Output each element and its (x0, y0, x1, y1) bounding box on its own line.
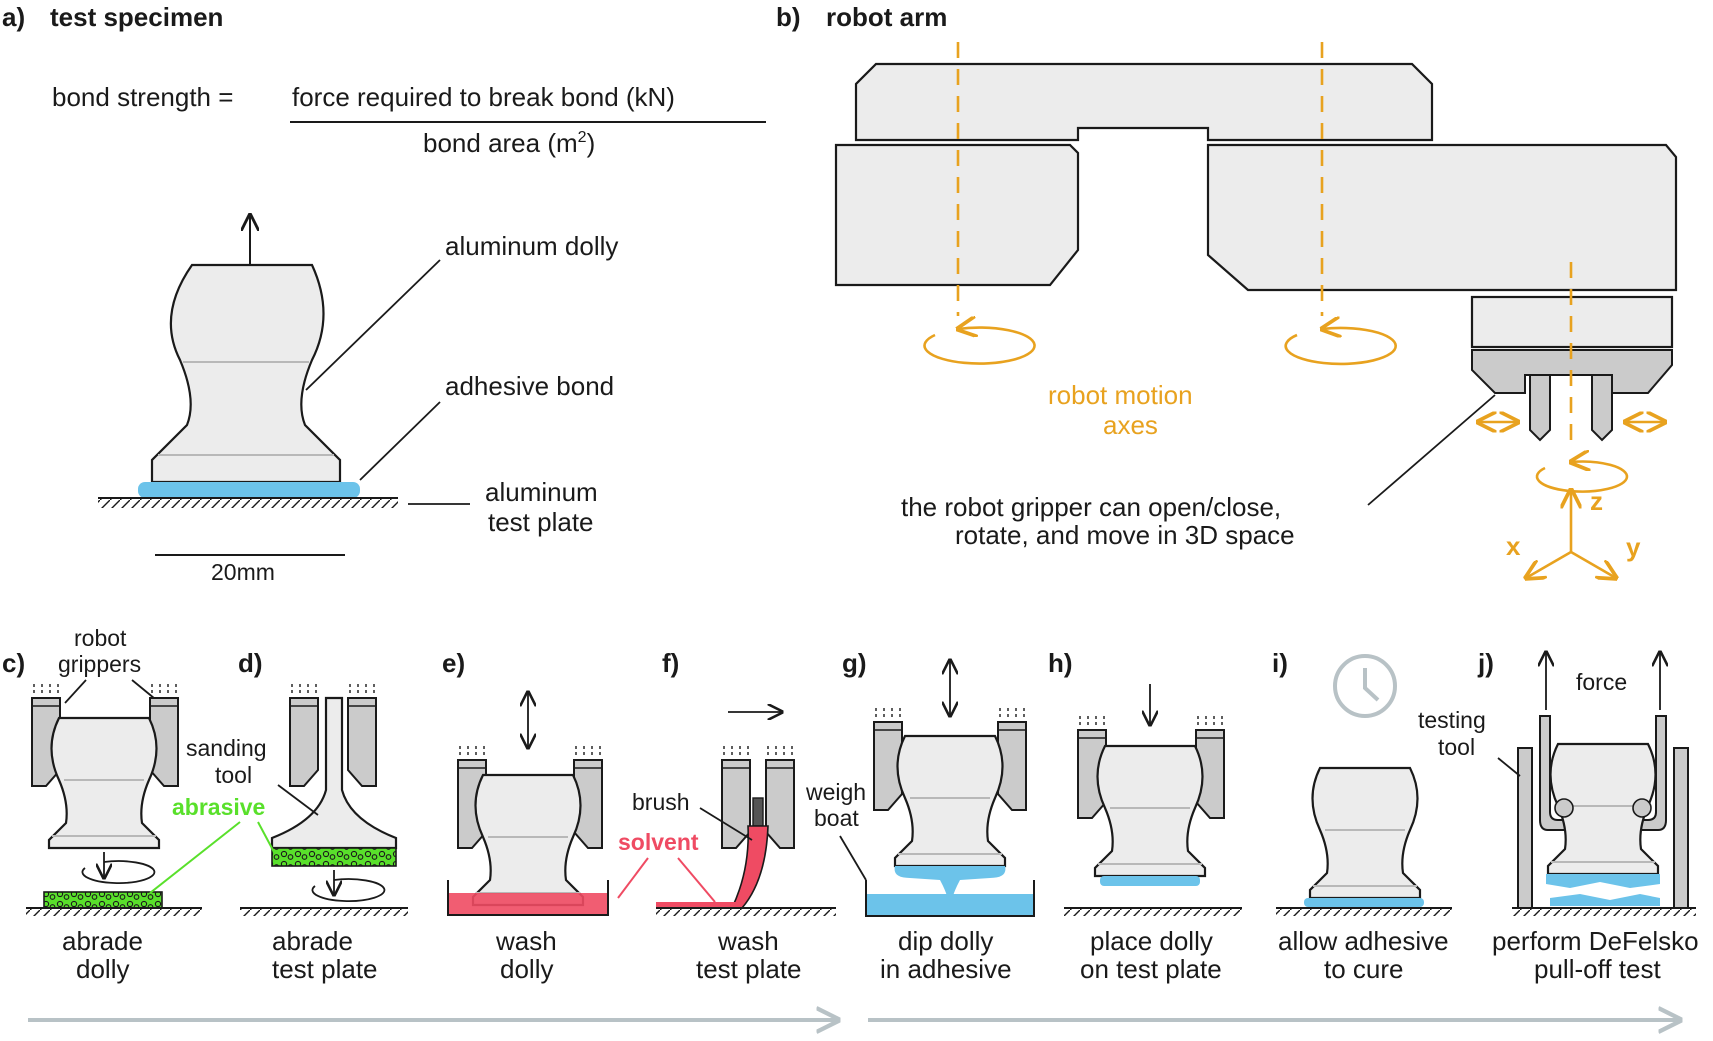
joint1-rotation-icon (923, 328, 1036, 365)
gripper-leader-line (1367, 394, 1496, 506)
motion-axes-line2: axes (1103, 410, 1158, 440)
weigh-boat-label-line2: boat (814, 805, 859, 831)
equation-denominator: bond area (m2) (423, 128, 595, 158)
robot-right-link (1206, 143, 1678, 292)
step-f-letter: f) (662, 648, 679, 678)
sanding-tool-label-line2: tool (215, 762, 252, 788)
force-label: force (1576, 669, 1627, 695)
motion-axes-line1: robot motion (1048, 380, 1193, 410)
step-h-caption-line2: on test plate (1080, 954, 1222, 984)
joint2-rotation-icon (1284, 328, 1397, 366)
label-plate-line2: test plate (488, 507, 594, 537)
brush-label: brush (632, 789, 690, 815)
axis-z-label: z (1590, 486, 1603, 516)
step-h-caption-line1: place dolly (1090, 926, 1213, 956)
xyz-axes-icon: z x y (1506, 486, 1641, 578)
step-e-caption-line2: dolly (500, 954, 553, 984)
step-c-abrade-dolly: c) robot grippers abrade dolly (2, 625, 202, 984)
step-c-dolly (47, 716, 161, 850)
bond-leader-line (359, 401, 441, 481)
step-c-caption-line1: abrade (62, 926, 143, 956)
large-aluminum-dolly (98, 215, 398, 508)
panel-b-title: robot arm (826, 2, 947, 32)
gripper-rotation-icon (1535, 462, 1629, 493)
step-c-letter: c) (2, 648, 25, 678)
gripper-finger-left (1529, 374, 1551, 442)
step-g-letter: g) (842, 648, 867, 678)
robot-grippers-label-line1: robot (74, 625, 127, 651)
label-aluminum-dolly: aluminum dolly (445, 231, 618, 261)
solvent-bath (448, 893, 608, 915)
panel-b-robot-arm: b) robot arm robot motion axes the robot… (776, 2, 1678, 578)
step-i-caption-line1: allow adhesive (1278, 926, 1449, 956)
step-j-caption-line2: pull-off test (1534, 954, 1661, 984)
step-f-wash-plate: f) brush solvent wash test plate (617, 648, 836, 984)
test-plate-hatch (98, 498, 398, 508)
equation-numerator: force required to break bond (kN) (292, 82, 675, 112)
adhesive-drip (894, 866, 1006, 902)
step-e-caption-line1: wash (495, 926, 557, 956)
step-d-abrade-plate: d) sanding tool abrasive abrade test pla… (149, 648, 408, 984)
robot-upper-link (854, 62, 1434, 142)
weigh-boat-adhesive (866, 894, 1034, 916)
robot-grippers-label-line2: grippers (58, 651, 141, 677)
sanding-tool-label-line1: sanding (186, 735, 267, 761)
panel-a-letter: a) (2, 2, 25, 32)
testing-tool-label-line1: testing (1418, 707, 1486, 733)
testing-tool-label-line2: tool (1438, 734, 1475, 760)
step-f-caption-line2: test plate (696, 954, 802, 984)
gripper-finger-right (1591, 374, 1613, 442)
scale-bar-label: 20mm (211, 559, 275, 585)
panel-a-test-specimen: a) test specimen bond strength = force r… (2, 2, 766, 585)
step-g-caption-line2: in adhesive (880, 954, 1012, 984)
axis-y-label: y (1626, 532, 1641, 562)
step-g-caption-line1: dip dolly (898, 926, 993, 956)
step-i-cure: i) allow adhesive to cure (1272, 648, 1452, 984)
step-c-caption-line2: dolly (76, 954, 129, 984)
step-j-letter: j) (1477, 648, 1494, 678)
axis-x-label: x (1506, 531, 1521, 561)
gripper-caption-line2: rotate, and move in 3D space (955, 520, 1295, 550)
step-h-letter: h) (1048, 648, 1073, 678)
weigh-boat-label-line1: weigh (805, 779, 866, 805)
solvent-label: solvent (618, 829, 699, 855)
step-d-caption-line1: abrade (272, 926, 353, 956)
step-d-letter: d) (238, 648, 263, 678)
adhesive-bond-layer (138, 482, 360, 498)
label-adhesive-bond: adhesive bond (445, 371, 614, 401)
testing-tool-right-wall (1673, 747, 1689, 909)
abrasive-label: abrasive (172, 794, 265, 820)
step-e-wash-dolly: e) wash dolly (442, 648, 609, 984)
clock-icon (1333, 654, 1397, 718)
brush-handle (752, 797, 764, 827)
step-i-letter: i) (1272, 648, 1288, 678)
step-g-dip-dolly: g) weigh boat dip dolly in adhesive (805, 648, 1035, 984)
abrasive-pad (43, 891, 163, 909)
step-j-caption-line1: perform DeFelsko (1492, 926, 1699, 956)
equation-lhs: bond strength = (52, 82, 233, 112)
panel-b-letter: b) (776, 2, 801, 32)
dolly-leader-line (305, 259, 441, 391)
step-d-caption-line2: test plate (272, 954, 378, 984)
step-i-caption-line2: to cure (1324, 954, 1404, 984)
label-plate-line1: aluminum (485, 477, 598, 507)
testing-tool-left-wall (1517, 747, 1533, 909)
step-j-pull-off: j) force testing tool perform DeFelsko p… (1418, 648, 1699, 984)
step-f-caption-line1: wash (717, 926, 779, 956)
step-e-letter: e) (442, 648, 465, 678)
panel-a-title: test specimen (50, 2, 223, 32)
step-h-place-dolly: h) place dolly on test plate (1048, 648, 1242, 984)
gripper-caption-line1: the robot gripper can open/close, (901, 492, 1281, 522)
